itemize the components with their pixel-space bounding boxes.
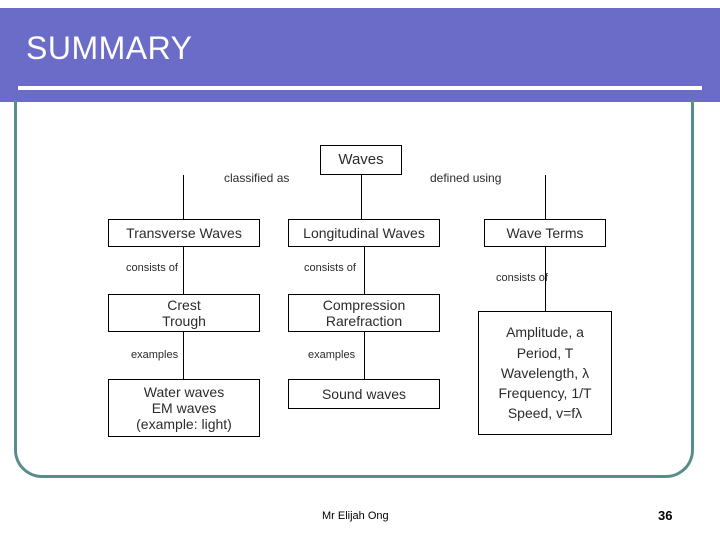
node-sound-waves-label: Sound waves: [321, 385, 407, 402]
connector-label-consists-of-1: consists of: [126, 262, 178, 274]
connector-root-down: [361, 175, 362, 220]
node-water-em-waves-line-2: EM waves: [151, 399, 217, 416]
header-divider: [18, 86, 702, 90]
node-compression-rarefraction-line-2: Rarefraction: [325, 313, 403, 329]
node-wave-terms-list-line-5: Speed, v=fλ: [507, 405, 583, 422]
node-wave-terms-list: Amplitude, a Period, T Wavelength, λ Fre…: [478, 311, 612, 435]
node-crest-trough-line-2: Trough: [162, 313, 206, 329]
connector-compression-to-sound: [364, 332, 365, 380]
node-longitudinal-waves: Longitudinal Waves: [288, 219, 440, 247]
node-longitudinal-waves-label: Longitudinal Waves: [303, 224, 425, 241]
connector-label-examples-2: examples: [308, 349, 356, 361]
node-wave-terms-label: Wave Terms: [506, 224, 584, 241]
node-transverse-waves: Transverse Waves: [108, 219, 260, 247]
connector-label-examples-1: examples: [131, 349, 179, 361]
connector-label-consists-of-3: consists of: [496, 272, 548, 284]
node-crest-trough-line-1: Crest: [167, 296, 201, 313]
connector-crest-to-water: [183, 332, 184, 380]
node-water-em-waves-line-3: (example: light): [136, 416, 232, 433]
connector-longitudinal-to-compression: [364, 247, 365, 295]
node-wave-terms-list-line-1: Amplitude, a: [506, 324, 584, 341]
connector-wave-terms-to-list: [545, 247, 546, 312]
connector-transverse-to-crest: [183, 247, 184, 295]
connector-transverse-down: [183, 175, 184, 220]
node-waves: Waves: [320, 145, 402, 175]
footer-author: Mr Elijah Ong: [322, 510, 389, 522]
node-crest-trough: Crest Trough: [108, 294, 260, 332]
node-transverse-waves-label: Transverse Waves: [126, 224, 242, 241]
node-wave-terms-list-line-3: Wavelength, λ: [500, 364, 590, 381]
page-title: SUMMARY: [26, 30, 193, 66]
node-waves-label: Waves: [338, 151, 384, 169]
node-wave-terms: Wave Terms: [484, 219, 606, 247]
node-water-em-waves-line-1: Water waves: [143, 383, 225, 400]
connector-label-classified-as: classified as: [224, 171, 290, 185]
connector-label-consists-of-2: consists of: [304, 262, 356, 274]
node-compression-rarefraction-line-1: Compression: [322, 296, 406, 313]
content-frame: [14, 100, 694, 478]
connector-wave-terms-down: [545, 175, 546, 220]
footer-page-number: 36: [658, 508, 673, 523]
node-wave-terms-list-line-4: Frequency, 1/T: [498, 385, 592, 402]
node-sound-waves: Sound waves: [288, 379, 440, 409]
node-water-em-waves: Water waves EM waves (example: light): [108, 379, 260, 437]
connector-label-defined-using: defined using: [430, 171, 502, 185]
node-compression-rarefraction: Compression Rarefraction: [288, 294, 440, 332]
node-wave-terms-list-line-2: Period, T: [516, 344, 574, 361]
